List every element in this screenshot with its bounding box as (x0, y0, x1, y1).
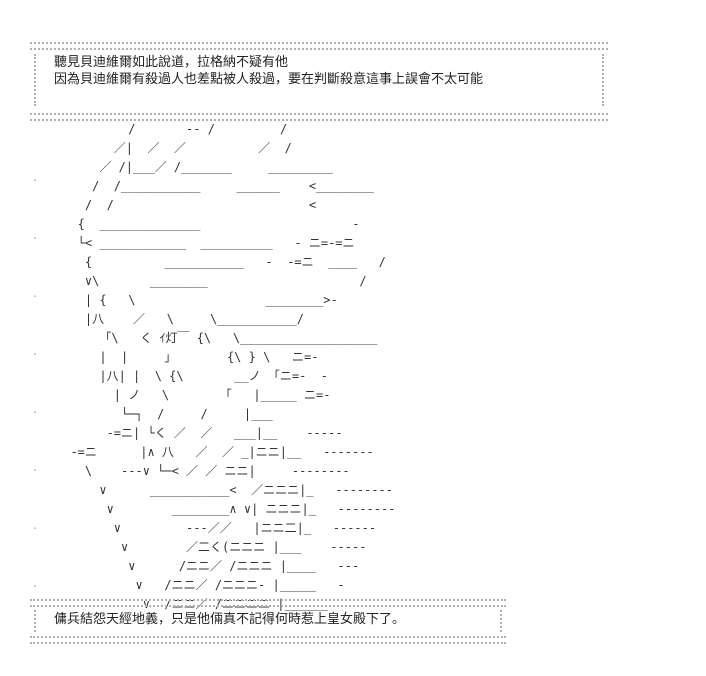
ascii-art-figure: / -‐ / / ／| ／ ／ ／ / ／ /|___／ /_______ __… (70, 122, 396, 611)
top-box-border-bottom-2 (30, 119, 608, 121)
bottom-box-border-bottom (30, 636, 506, 638)
bottom-box-border-bottom-2 (30, 642, 506, 644)
top-box-border-right (602, 54, 604, 106)
top-box-border-bottom (30, 113, 608, 115)
top-box-border-top-2 (30, 48, 608, 50)
top-box-border-left (34, 54, 36, 106)
side-dot-column-left: ........ (32, 173, 39, 590)
top-dialogue-line-2: 因為貝迪維爾有殺過人也差點被人殺過，要在判斷殺意這事上誤會不太可能 (54, 72, 484, 87)
bottom-box-border-left (34, 610, 36, 632)
bottom-box-border-top-2 (30, 605, 506, 607)
bottom-box-border-right (500, 610, 502, 632)
bottom-box-border-top (30, 599, 506, 601)
top-box-border-top (30, 42, 608, 44)
bottom-dialogue-line-1: 傭兵結怨天經地義，只是他倆真不記得何時惹上皇女殿下了。 (54, 612, 406, 627)
top-dialogue-line-1: 聽見貝迪維爾如此說道，拉格納不疑有他 (54, 55, 289, 70)
